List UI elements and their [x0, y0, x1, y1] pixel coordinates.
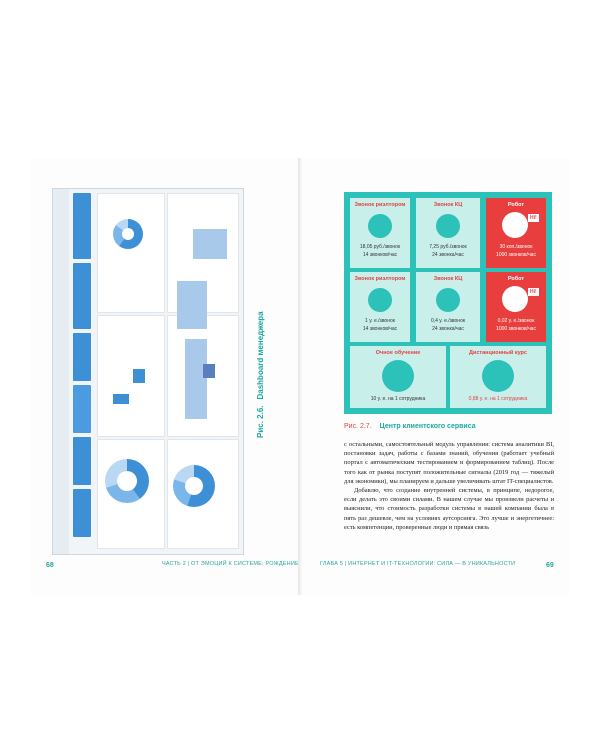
- donut-hole: [117, 471, 137, 491]
- speech-bubble: Hi!: [528, 288, 539, 296]
- left-page: Рис. 2.6. Dashboard менеджера 68 ЧАСТЬ 2 …: [30, 158, 335, 595]
- cost-cell: Звонок риэлтором 18,05 руб./звонок 14 зв…: [350, 198, 410, 268]
- cell-title: Звонок КЦ: [433, 276, 463, 282]
- donut-hole: [185, 477, 203, 495]
- cell-title: Робот: [507, 276, 525, 282]
- chart-panel: [97, 193, 165, 313]
- kpi-tile: [73, 333, 91, 381]
- page-number: 69: [546, 562, 554, 569]
- cell-rate: 1000 звонков/час: [496, 326, 536, 332]
- dashboard-header-bar: [53, 189, 69, 554]
- cell-rate: 24 звонка/час: [432, 252, 464, 258]
- cell-title: Очное обучение: [375, 350, 421, 356]
- laptop-learner-icon: [482, 360, 514, 392]
- operator-headset-icon: [436, 288, 460, 312]
- book-gutter: [298, 158, 302, 595]
- cell-value: 0,88 у. е. на 1 сотрудника: [468, 396, 528, 402]
- cell-value: 0,4 у. е./звонок: [430, 318, 466, 324]
- figure-caption: Рис. 2.6. Dashboard менеджера: [256, 288, 270, 438]
- cell-rate: 14 звонков/час: [362, 326, 398, 332]
- cell-title: Дистанционный курс: [469, 350, 527, 356]
- bar-mark: [113, 394, 129, 404]
- cell-rate: 14 звонков/час: [362, 252, 398, 258]
- paragraph: Добавлю, что создание внутренней системы…: [344, 487, 554, 531]
- cost-cell: Робот Hi! 30 коп./звонок 1000 звонков/ча…: [486, 198, 546, 268]
- bar-mark: [193, 229, 227, 259]
- classroom-icon: [382, 360, 414, 392]
- cell-value: 18,05 руб./звонок: [359, 244, 401, 250]
- figure-title: Dashboard менеджера: [256, 311, 265, 400]
- donut-hole: [122, 228, 134, 240]
- figure-label: Рис. 2.7.: [344, 423, 372, 430]
- realtor-headset-icon: [368, 214, 392, 238]
- page-number: 68: [46, 562, 54, 569]
- cell-title: Робот: [507, 202, 525, 208]
- cost-cell: Звонок КЦ 0,4 у. е./звонок 24 звонка/час: [416, 272, 480, 342]
- dashboard-screenshot: [52, 188, 244, 555]
- training-cell: Очное обучение 10 у. е. на 1 сотрудника: [350, 346, 446, 408]
- kpi-tile: [73, 385, 91, 433]
- cell-title: Звонок риэлтором: [354, 202, 406, 208]
- cell-rate: 1000 звонков/час: [496, 252, 536, 258]
- running-footer: ГЛАВА 5 | ИНТЕРНЕТ И IT-ТЕХНОЛОГИИ: СИЛА…: [320, 561, 516, 567]
- paragraph: с остальными, самостоятельный модуль упр…: [344, 441, 554, 485]
- cost-cell: Робот Hi! 0,02 у. е./звонок 1000 звонков…: [486, 272, 546, 342]
- body-text: с остальными, самостоятельный модуль упр…: [344, 440, 554, 532]
- robot-icon: [502, 286, 528, 312]
- bar-mark: [203, 364, 215, 378]
- figure-title: Центр клиентского сервиса: [379, 423, 476, 430]
- bar-mark: [185, 339, 207, 419]
- figure-label: Рис. 2.6.: [256, 405, 265, 439]
- bar-mark: [133, 369, 145, 383]
- cell-value: 30 коп./звонок: [499, 244, 533, 250]
- infographic: Звонок риэлтором 18,05 руб./звонок 14 зв…: [344, 192, 552, 414]
- running-footer: ЧАСТЬ 2 | ОТ ЭМОЦИЙ К СИСТЕМЕ: РОЖДЕНИЕ …: [162, 561, 336, 567]
- cell-rate: 24 звонка/час: [432, 326, 464, 332]
- cell-value: 1 у. е./звонок: [365, 318, 395, 324]
- cell-value: 0,02 у. е./звонок: [497, 318, 535, 324]
- chart-panel: [97, 315, 165, 437]
- book-spread: Рис. 2.6. Dashboard менеджера 68 ЧАСТЬ 2 …: [30, 158, 570, 595]
- cell-value: 10 у. е. на 1 сотрудника: [370, 396, 426, 402]
- figure-caption: Рис. 2.7. Центр клиентского сервиса: [344, 423, 476, 430]
- kpi-tile: [73, 489, 91, 537]
- cell-title: Звонок КЦ: [433, 202, 463, 208]
- right-page: Звонок риэлтором 18,05 руб./звонок 14 зв…: [302, 158, 570, 595]
- robot-icon: [502, 212, 528, 238]
- cost-cell: Звонок риэлтором 1 у. е./звонок 14 звонк…: [350, 272, 410, 342]
- operator-headset-icon: [436, 214, 460, 238]
- kpi-tile: [73, 193, 91, 259]
- realtor-headset-icon: [368, 288, 392, 312]
- cell-title: Звонок риэлтором: [354, 276, 406, 282]
- kpi-tile: [73, 437, 91, 485]
- cell-value: 7,25 руб./звонок: [429, 244, 467, 250]
- kpi-tile: [73, 263, 91, 329]
- cost-cell: Звонок КЦ 7,25 руб./звонок 24 звонка/час: [416, 198, 480, 268]
- training-cell: Дистанционный курс 0,88 у. е. на 1 сотру…: [450, 346, 546, 408]
- speech-bubble: Hi!: [528, 214, 539, 222]
- bar-mark: [177, 281, 207, 329]
